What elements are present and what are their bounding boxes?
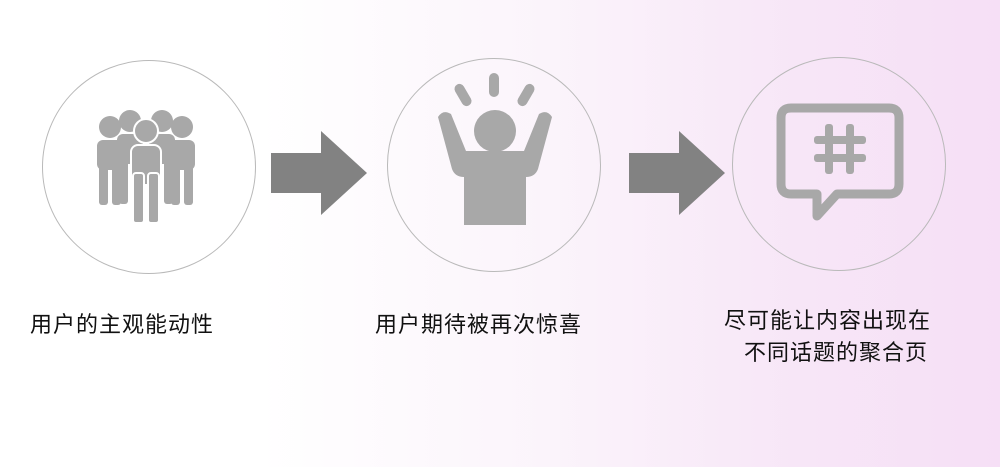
step-2-label: 用户期待被再次惊喜	[375, 313, 583, 338]
step-1-circle	[42, 60, 256, 274]
step-3-label-line-2: 不同话题的聚合页	[744, 341, 929, 366]
step-3-label: 尽可能让内容出现在 不同话题的聚合页	[724, 306, 931, 370]
hashtag-chat-icon	[776, 103, 904, 221]
arrow-right-icon	[629, 131, 725, 215]
step-3-circle	[732, 57, 946, 271]
step-3-label-line-1: 尽可能让内容出现在	[724, 309, 932, 334]
people-group-icon	[97, 110, 195, 224]
cheering-person-icon	[438, 73, 552, 225]
arrow-right-icon	[271, 131, 367, 215]
step-1-label: 用户的主观能动性	[30, 313, 215, 338]
step-2-circle	[387, 58, 601, 272]
